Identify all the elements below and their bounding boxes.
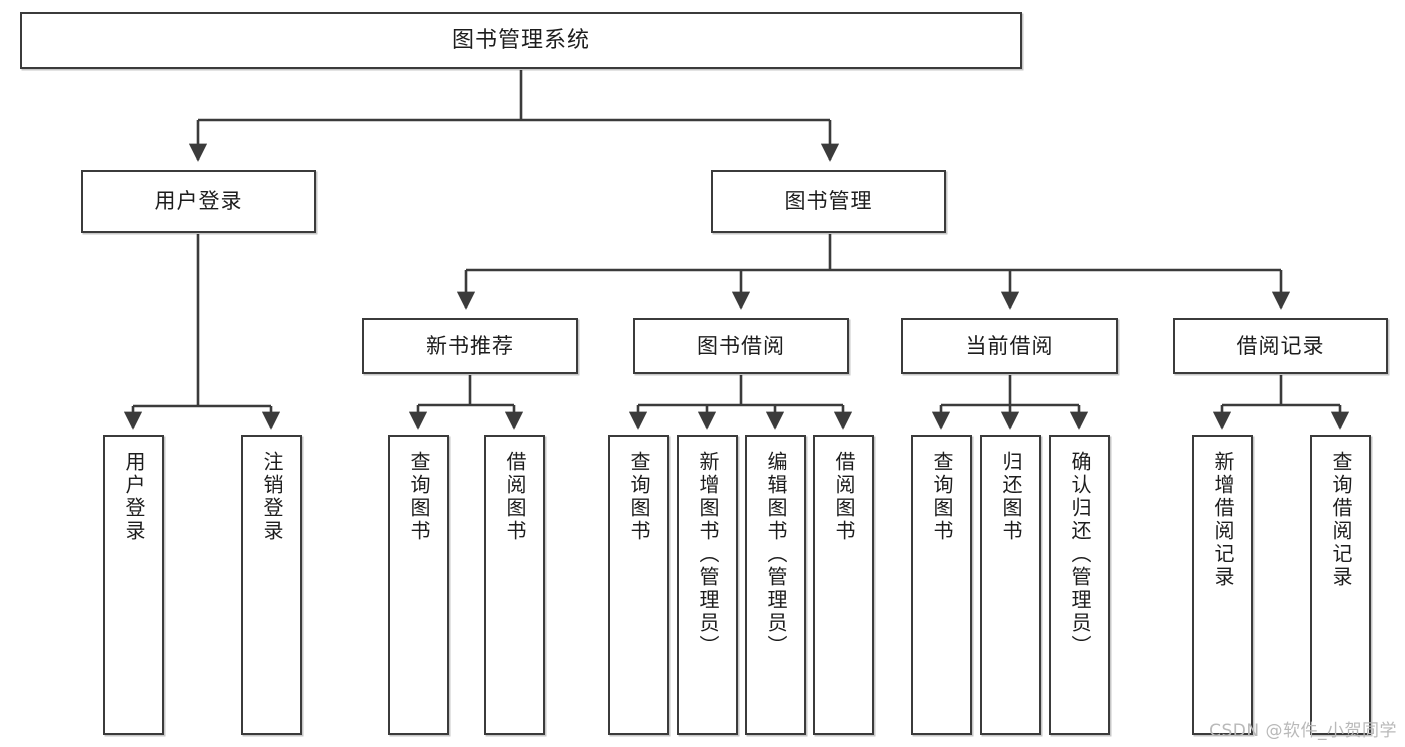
- node-book-management-system[interactable]: 图书管理系统: [20, 12, 1022, 69]
- node-label: 借阅记录: [1236, 333, 1325, 358]
- leaf-logout[interactable]: 注销登录: [241, 435, 302, 735]
- leaf-query-book-newbook[interactable]: 查询图书: [388, 435, 449, 735]
- leaf-return-book[interactable]: 归还图书: [980, 435, 1041, 735]
- node-user-login[interactable]: 用户登录: [81, 170, 316, 233]
- node-label: 当前借阅: [965, 333, 1054, 358]
- node-label: 图书管理: [784, 189, 873, 214]
- node-label: 查询图书: [627, 451, 651, 543]
- leaf-borrow-book-newbook[interactable]: 借阅图书: [484, 435, 545, 735]
- leaf-query-book-borrow[interactable]: 查询图书: [608, 435, 669, 735]
- leaf-borrow-book[interactable]: 借阅图书: [813, 435, 874, 735]
- csdn-watermark: CSDN @软件_小贺同学: [1209, 721, 1397, 741]
- node-label: 查询图书: [407, 451, 431, 543]
- node-label: 用户登录: [122, 451, 146, 543]
- node-label: 图书管理系统: [451, 27, 590, 53]
- node-label: 编辑图书（管理员）: [764, 451, 788, 658]
- node-label: 查询借阅记录: [1329, 451, 1353, 589]
- leaf-query-borrow-record[interactable]: 查询借阅记录: [1310, 435, 1371, 735]
- leaf-edit-book-admin[interactable]: 编辑图书（管理员）: [745, 435, 806, 735]
- node-book-borrow[interactable]: 图书借阅: [633, 318, 849, 374]
- node-label: 查询图书: [930, 451, 954, 543]
- node-label: 新增图书（管理员）: [696, 451, 720, 658]
- leaf-user-login[interactable]: 用户登录: [103, 435, 164, 735]
- node-label: 新书推荐: [426, 333, 514, 358]
- node-label: 归还图书: [999, 451, 1023, 543]
- node-label: 借阅图书: [503, 451, 527, 543]
- node-current-borrow[interactable]: 当前借阅: [901, 318, 1118, 374]
- node-label: 借阅图书: [832, 451, 856, 543]
- node-label: 确认归还（管理员）: [1068, 451, 1092, 658]
- node-label: 图书借阅: [697, 333, 785, 358]
- node-label: 注销登录: [260, 451, 284, 543]
- leaf-add-borrow-record[interactable]: 新增借阅记录: [1192, 435, 1253, 735]
- node-new-book-recommend[interactable]: 新书推荐: [362, 318, 578, 374]
- node-borrow-records[interactable]: 借阅记录: [1173, 318, 1388, 374]
- leaf-add-book-admin[interactable]: 新增图书（管理员）: [677, 435, 738, 735]
- leaf-confirm-return-admin[interactable]: 确认归还（管理员）: [1049, 435, 1110, 735]
- node-label: 用户登录: [154, 189, 243, 214]
- node-book-management[interactable]: 图书管理: [711, 170, 946, 233]
- leaf-query-book-current[interactable]: 查询图书: [911, 435, 972, 735]
- node-label: 新增借阅记录: [1211, 451, 1235, 589]
